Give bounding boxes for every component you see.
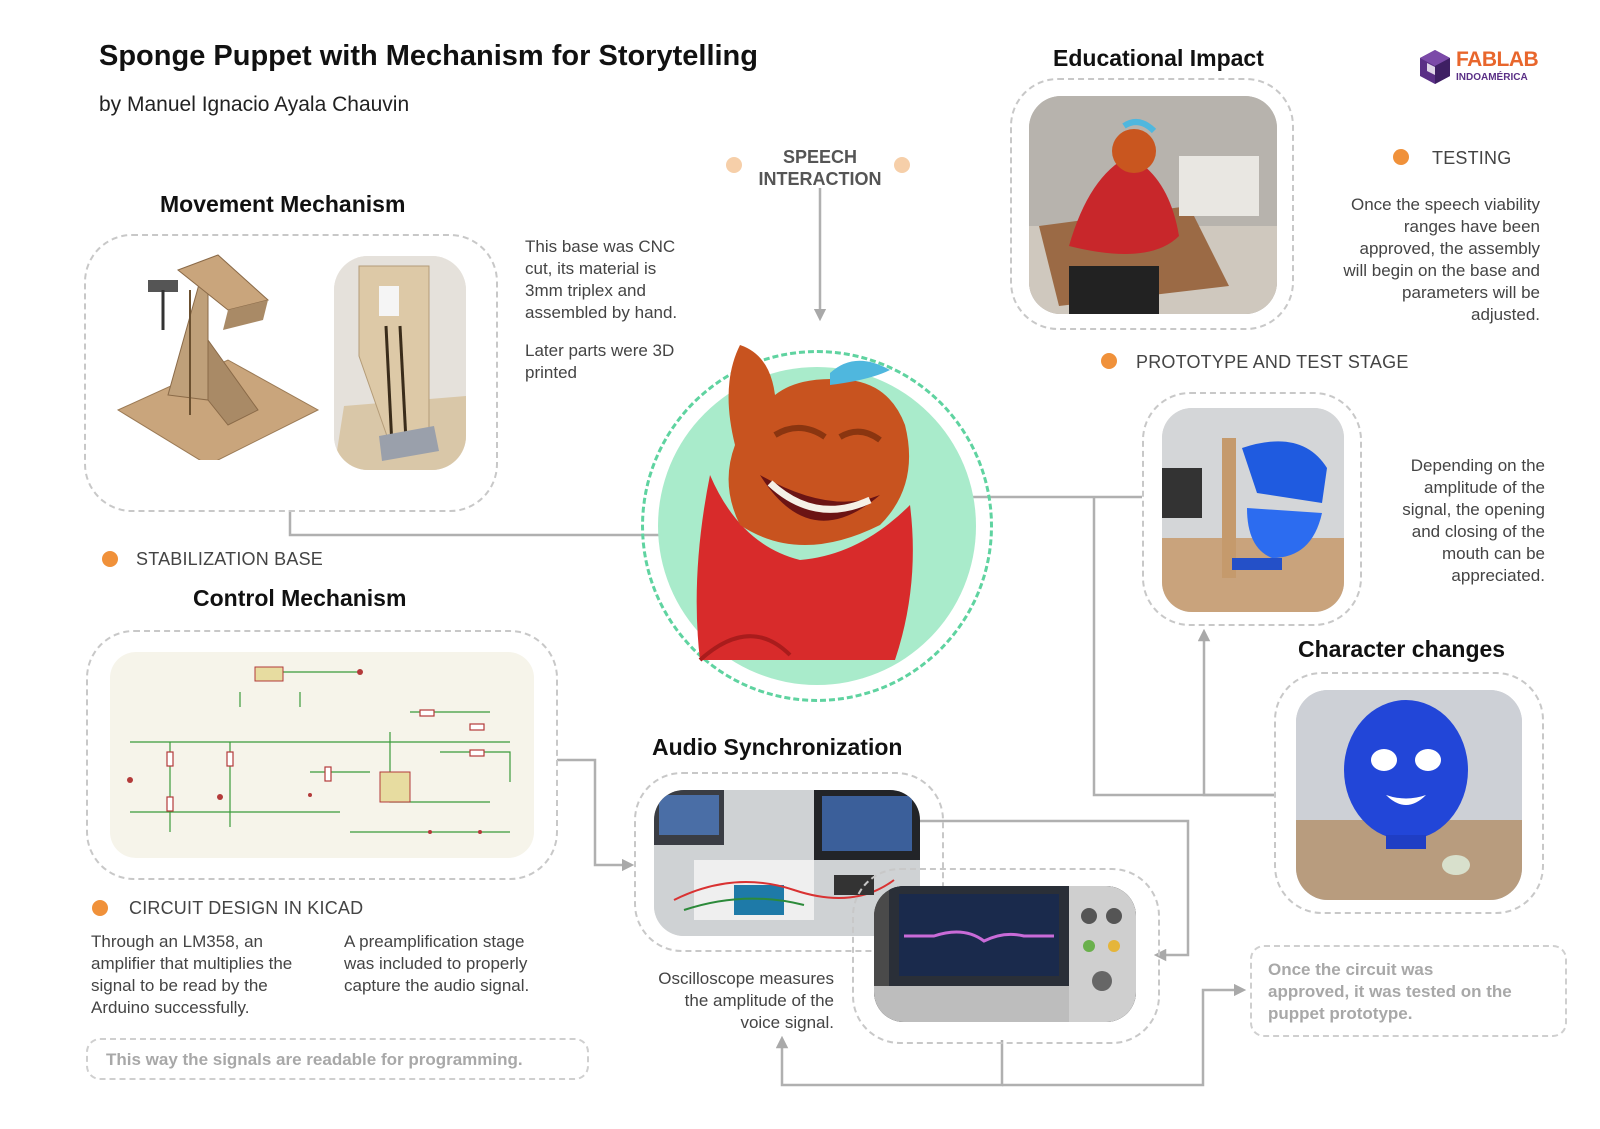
character-photo	[1296, 690, 1522, 900]
page-title: Sponge Puppet with Mechanism for Storyte…	[99, 40, 758, 72]
puppet-circle-outline	[641, 350, 993, 702]
prototype-image	[1162, 408, 1344, 612]
wood-base-image	[334, 256, 466, 470]
prototype-box	[1142, 392, 1362, 626]
testing-photo	[1029, 96, 1277, 314]
wood-base-photo	[334, 256, 466, 470]
prototype-photo	[1162, 408, 1344, 612]
circuit-design-dot	[92, 900, 108, 916]
movement-desc-2: Later parts were 3D printed	[525, 341, 675, 382]
connector-control-to-audio	[557, 758, 635, 872]
stabilization-dot	[102, 551, 118, 567]
fablab-logo: FABLAB INDOAMÉRICA	[1418, 46, 1539, 86]
oscilloscope-photo	[874, 886, 1136, 1022]
prototype-dot	[1101, 353, 1117, 369]
connector-audio-to-scope	[920, 819, 1190, 962]
control-desc-2: A preamplification stage was included to…	[344, 932, 530, 995]
movement-box	[84, 234, 498, 512]
testing-label: TESTING	[1432, 148, 1512, 168]
prototype-desc: Depending on the amplitude of the signal…	[1402, 456, 1545, 585]
cube-icon	[1420, 50, 1450, 84]
cad-render-image	[116, 254, 320, 460]
audio-desc: Oscilloscope measures the amplitude of t…	[658, 969, 834, 1032]
kicad-schematic	[127, 666, 511, 834]
schematic-image	[110, 652, 534, 858]
movement-desc-1: This base was CNC cut, its material is 3…	[525, 237, 678, 322]
connector-to-character-note	[1002, 983, 1247, 1087]
movement-heading: Movement Mechanism	[160, 191, 406, 217]
testing-dot	[1393, 149, 1409, 165]
author-byline: by Manuel Ignacio Ayala Chauvin	[99, 93, 410, 116]
connector-bottom-loop	[775, 1035, 1004, 1087]
testing-desc: Once the speech viability ranges have be…	[1343, 195, 1540, 324]
speech-interaction-label: SPEECH INTERACTION	[758, 147, 882, 189]
logo-sub: INDOAMÉRICA	[1456, 72, 1528, 83]
character-heading: Character changes	[1298, 636, 1506, 662]
scope-box	[852, 868, 1160, 1044]
character-box	[1274, 672, 1544, 914]
oscilloscope-image	[874, 886, 1136, 1022]
control-heading: Control Mechanism	[193, 585, 407, 611]
logo-main: FABLAB	[1456, 48, 1539, 71]
control-desc-1: Through an LM358, an amplifier that mult…	[91, 932, 293, 1017]
educational-heading: Educational Impact	[1053, 45, 1264, 71]
signals-note: This way the signals are readable for pr…	[86, 1038, 589, 1080]
stabilization-label: STABILIZATION BASE	[136, 549, 323, 569]
circuit-design-label: CIRCUIT DESIGN IN KICAD	[129, 898, 364, 918]
blue-face-image	[1296, 690, 1522, 900]
prototype-label: PROTOTYPE AND TEST STAGE	[1136, 352, 1409, 372]
testing-image	[1029, 96, 1277, 314]
speech-dot-left	[726, 157, 742, 173]
character-note: Once the circuit was approved, it was te…	[1250, 945, 1567, 1037]
speech-dot-right	[894, 157, 910, 173]
connector-character-to-puppet-loop	[1092, 497, 1274, 797]
sponge-puppet-image	[696, 345, 913, 662]
control-box	[86, 630, 558, 880]
audio-box	[634, 772, 944, 952]
educational-box	[1010, 78, 1294, 330]
connector-character-to-prototype	[1197, 628, 1274, 797]
audio-heading: Audio Synchronization	[652, 734, 903, 760]
